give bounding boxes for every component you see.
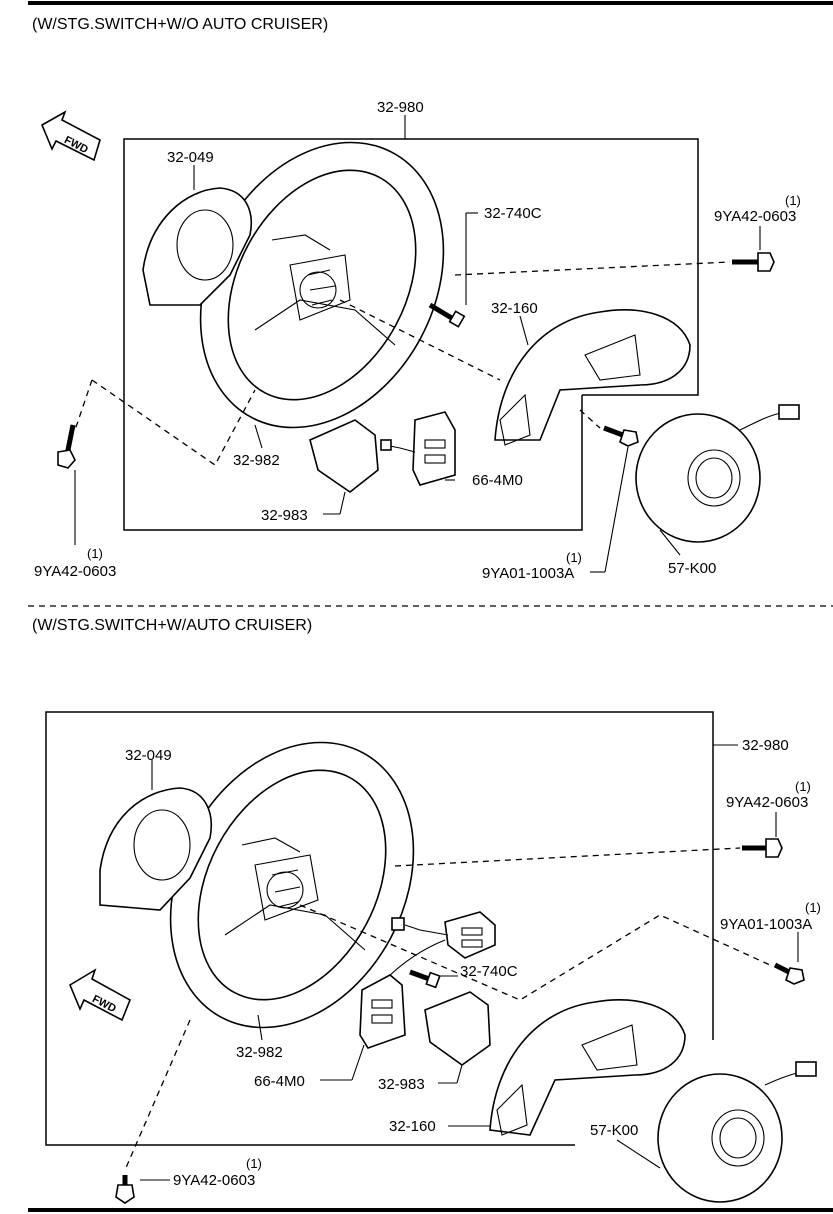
- assembly-line: [91, 379, 256, 466]
- label-32-983: 32-983: [261, 507, 308, 524]
- airbag-57-k00: [657, 1061, 817, 1203]
- label-32-740c: 32-740C: [460, 963, 518, 980]
- qty-9ya42-0603-right: (1): [795, 779, 811, 794]
- bolt-9ya01-1003a: [773, 962, 805, 985]
- label-32-982: 32-982: [233, 452, 280, 469]
- label-32-983: 32-983: [378, 1076, 425, 1093]
- assembly-line: [124, 1019, 191, 1171]
- label-9ya42-0603-left: 9YA42-0603: [34, 563, 116, 580]
- assembly-frame: [45, 711, 714, 1146]
- bolt-32-740c: [428, 302, 466, 328]
- leader-line: [604, 446, 629, 573]
- qty-9ya01-1003a: (1): [566, 550, 582, 565]
- label-66-4m0: 66-4M0: [254, 1073, 305, 1090]
- assembly-line: [394, 847, 741, 867]
- steering-wheel-32-982: [199, 141, 445, 429]
- bolt-9ya42-0603-bottom: [115, 1175, 135, 1204]
- fwd-arrow-icon: FWD: [68, 968, 132, 1022]
- trim-32-983: [424, 991, 491, 1066]
- leader-line: [616, 1139, 661, 1169]
- section-header: (W/STG.SWITCH+W/O AUTO CRUISER): [32, 16, 328, 33]
- switch-66-4m0: [359, 974, 406, 1049]
- qty-9ya42-0603-left: (1): [87, 546, 103, 561]
- bolt-9ya42-0603-right: [742, 838, 783, 858]
- airbag-57-k00: [635, 404, 800, 543]
- label-32-049: 32-049: [125, 747, 172, 764]
- label-9ya42-0603-bottom: 9YA42-0603: [173, 1172, 255, 1189]
- fwd-arrow-icon: FWD: [40, 110, 101, 162]
- label-32-160: 32-160: [491, 300, 538, 317]
- qty-9ya01-1003a: (1): [805, 900, 821, 915]
- assembly-line: [339, 299, 501, 381]
- label-32-049: 32-049: [167, 149, 214, 166]
- label-32-980: 32-980: [377, 99, 424, 116]
- assembly-line: [454, 261, 731, 276]
- cover-32-049: [99, 787, 212, 911]
- section-with-auto-cruiser: (W/STG.SWITCH+W/AUTO CRUISER): [32, 617, 821, 1204]
- section-header: (W/STG.SWITCH+W/AUTO CRUISER): [32, 617, 312, 634]
- label-32-980: 32-980: [742, 737, 789, 754]
- assembly-line: [299, 904, 771, 1001]
- bolt-9ya42-0603-right: [732, 252, 775, 272]
- label-32-740c: 32-740C: [484, 205, 542, 222]
- label-32-160: 32-160: [389, 1118, 436, 1135]
- leader-line: [351, 1044, 365, 1081]
- steering-wheel-32-982: [169, 741, 415, 1029]
- bolt-9ya01-1003a: [603, 425, 639, 447]
- label-9ya42-0603-right: 9YA42-0603: [714, 208, 796, 225]
- assembly-line: [74, 379, 93, 431]
- qty-9ya42-0603-right: (1): [785, 193, 801, 208]
- label-32-982: 32-982: [236, 1044, 283, 1061]
- bolt-32-740c: [409, 969, 441, 989]
- leader-line: [659, 529, 681, 556]
- cover-32-160: [494, 309, 691, 446]
- leader-line: [519, 315, 529, 346]
- cover-32-049: [142, 187, 252, 306]
- label-9ya01-1003a: 9YA01-1003A: [720, 916, 812, 933]
- cover-32-160: [489, 999, 686, 1136]
- bolt-9ya42-0603-left: [57, 424, 76, 469]
- section-without-auto-cruiser: (W/STG.SWITCH+W/O AUTO CRUISER) FWD: [32, 16, 801, 582]
- leader-line: [254, 424, 263, 449]
- leader-line: [456, 1064, 463, 1084]
- label-9ya42-0603-right: 9YA42-0603: [726, 794, 808, 811]
- switch-66-4m0: [380, 411, 456, 486]
- assembly-frame: [123, 138, 699, 531]
- leader-line: [257, 1014, 263, 1041]
- trim-32-983: [309, 419, 379, 493]
- label-57-k00: 57-K00: [668, 560, 716, 577]
- leader-line: [339, 491, 346, 515]
- label-66-4m0: 66-4M0: [472, 472, 523, 489]
- label-9ya01-1003a: 9YA01-1003A: [482, 565, 574, 582]
- label-57-k00: 57-K00: [590, 1122, 638, 1139]
- qty-9ya42-0603-bottom: (1): [246, 1156, 262, 1171]
- assembly-line: [579, 409, 601, 429]
